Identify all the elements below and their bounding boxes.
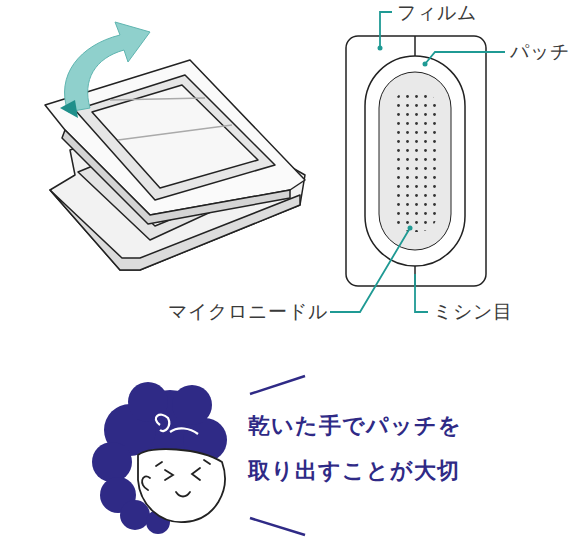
label-perforation: ミシン目	[433, 300, 513, 323]
leader-dot	[423, 62, 428, 67]
character-face	[92, 382, 227, 534]
arrow-tip	[60, 100, 78, 118]
label-microneedle: マイクロニードル	[168, 300, 328, 323]
leader-dot	[408, 226, 413, 231]
note-text: 乾いた手でパッチを 取り出すことが大切	[248, 403, 488, 493]
label-film: フィルム	[397, 1, 477, 24]
open-arrow	[65, 22, 150, 112]
patch-diagram	[346, 36, 486, 286]
leader-lines	[330, 12, 505, 312]
leader-dot	[378, 46, 383, 51]
emphasis-lines	[250, 376, 305, 535]
label-patch: パッチ	[510, 40, 570, 63]
